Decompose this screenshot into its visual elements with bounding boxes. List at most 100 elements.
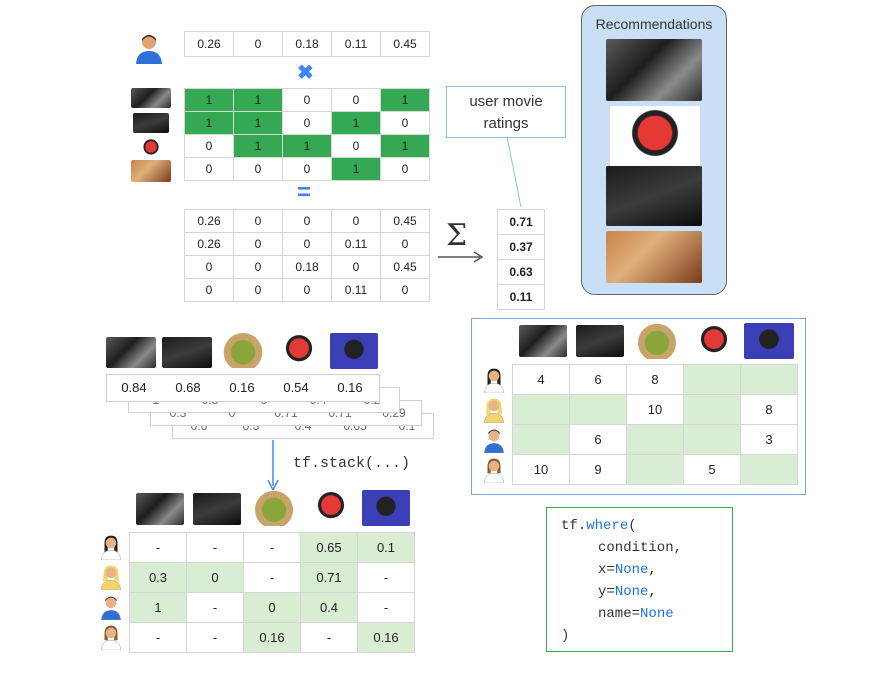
recommendations-title: Recommendations bbox=[595, 16, 713, 32]
code-y-comma: , bbox=[648, 584, 657, 600]
product-matrix-cell: 0.11 bbox=[331, 278, 381, 302]
score-cell: 0.63 bbox=[497, 259, 545, 285]
result-cell: - bbox=[243, 562, 301, 593]
product-matrix-cell: 0.26 bbox=[184, 232, 234, 256]
rating-cell bbox=[569, 394, 627, 425]
product-matrix-cell: 0 bbox=[184, 255, 234, 279]
product-matrix-cell: 0 bbox=[282, 278, 332, 302]
rating-cell bbox=[683, 364, 741, 395]
rating-cell: 3 bbox=[740, 424, 798, 455]
movie-matrix-cell: 0 bbox=[282, 157, 332, 181]
code-name-value: None bbox=[640, 606, 674, 622]
user-vector-cell: 0 bbox=[233, 31, 283, 57]
code-x-comma: , bbox=[648, 562, 657, 578]
stack-thumb-shrek bbox=[218, 333, 268, 368]
callout-line-1: user movie bbox=[469, 93, 543, 110]
product-matrix-cell: 0 bbox=[380, 232, 430, 256]
stack-layer-value: 0.68 bbox=[175, 380, 201, 395]
score-cell: 0.11 bbox=[497, 284, 545, 310]
product-matrix-cell: 0 bbox=[233, 255, 283, 279]
rating-cell bbox=[512, 424, 570, 455]
movie-matrix-cell: 0 bbox=[380, 111, 430, 135]
movie-matrix-cell: 0 bbox=[282, 111, 332, 135]
result-cell: 0.1 bbox=[357, 532, 415, 563]
user-vector-cell: 0.26 bbox=[184, 31, 234, 57]
product-matrix-cell: 0.45 bbox=[380, 209, 430, 233]
rating-cell: 8 bbox=[626, 364, 684, 395]
user-avatar-icon bbox=[483, 429, 505, 454]
user-avatar-icon bbox=[483, 398, 505, 424]
movie-matrix-cell: 0 bbox=[282, 88, 332, 112]
movie-matrix-cell: 1 bbox=[380, 88, 430, 112]
result-cell: - bbox=[300, 622, 358, 653]
result-thumb-star-wars bbox=[136, 493, 184, 525]
code-x-value: None bbox=[614, 562, 649, 578]
user-avatar-icon bbox=[483, 458, 505, 484]
tf-where-code: tf.where( condition, x=None, y=None, nam… bbox=[546, 507, 733, 652]
code-fn: tf. bbox=[561, 518, 587, 534]
code-y: y= bbox=[598, 584, 615, 600]
user-vector: 0.26 0 0.18 0.11 0.45 bbox=[184, 31, 430, 57]
product-matrix-cell: 0 bbox=[184, 278, 234, 302]
rating-cell bbox=[740, 364, 798, 395]
code-line-2: x=None, bbox=[598, 562, 657, 578]
rating-cell: 4 bbox=[512, 364, 570, 395]
recommendation-incredibles bbox=[610, 106, 700, 166]
result-cell: - bbox=[357, 562, 415, 593]
rating-cell bbox=[740, 454, 798, 485]
arrow-down-icon bbox=[267, 440, 279, 492]
rating-cell bbox=[512, 394, 570, 425]
stack-layer-value: 0.54 bbox=[283, 380, 309, 395]
result-cell: 0.4 bbox=[300, 592, 358, 623]
result-cell: 0 bbox=[186, 562, 244, 593]
product-matrix-cell: 0 bbox=[233, 232, 283, 256]
stack-layer-value: 0.84 bbox=[121, 380, 147, 395]
code-fn-keyword: where bbox=[586, 518, 629, 534]
rating-cell: 9 bbox=[569, 454, 627, 485]
result-cell: 0 bbox=[243, 592, 301, 623]
user-avatar-icon bbox=[483, 368, 505, 394]
stack-thumb-amelie bbox=[330, 333, 378, 369]
recommendation-dark-knight bbox=[606, 166, 702, 226]
product-matrix-cell: 0.26 bbox=[184, 209, 234, 233]
user-movie-ratings-callout: user movie ratings bbox=[446, 86, 566, 138]
code-x: x= bbox=[598, 562, 615, 578]
rating-cell bbox=[626, 454, 684, 485]
product-matrix-cell: 0 bbox=[380, 278, 430, 302]
result-thumb-amelie bbox=[362, 490, 410, 526]
multiply-symbol: ✖ bbox=[297, 62, 314, 84]
movie-matrix-cell: 0 bbox=[380, 157, 430, 181]
result-cell: 0.3 bbox=[129, 562, 187, 593]
rating-cell bbox=[626, 424, 684, 455]
rating-cell: 8 bbox=[740, 394, 798, 425]
recommendations-panel: Recommendations bbox=[581, 5, 727, 295]
result-thumb-dark-knight bbox=[193, 493, 241, 525]
tf-stack-label: tf.stack(...) bbox=[293, 455, 411, 472]
stack-thumb-dark-knight bbox=[162, 337, 212, 368]
callout-line-2: ratings bbox=[483, 115, 529, 132]
callout-pointer bbox=[506, 137, 522, 208]
code-line-4: name=None bbox=[598, 606, 674, 622]
recommendation-memento bbox=[606, 231, 702, 283]
product-matrix-cell: 0 bbox=[331, 209, 381, 233]
movie-matrix-cell: 1 bbox=[233, 111, 283, 135]
product-matrix-cell: 0.18 bbox=[282, 255, 332, 279]
stack-thumb-star-wars bbox=[106, 337, 156, 368]
ratings-thumb-star-wars bbox=[519, 325, 567, 357]
ratings-thumb-amelie bbox=[744, 323, 794, 359]
result-cell: 1 bbox=[129, 592, 187, 623]
user-avatar-icon bbox=[136, 35, 162, 64]
equals-symbol: = bbox=[297, 179, 312, 206]
movie-matrix-cell: 1 bbox=[331, 157, 381, 181]
movie-matrix-cell: 1 bbox=[233, 88, 283, 112]
movie-thumb-memento bbox=[131, 160, 171, 182]
movie-matrix-cell: 1 bbox=[233, 134, 283, 158]
user-avatar-icon bbox=[100, 535, 122, 561]
user-avatar-icon bbox=[100, 596, 122, 621]
user-avatar-icon bbox=[100, 565, 122, 591]
result-cell: 0.16 bbox=[243, 622, 301, 653]
rating-cell: 10 bbox=[626, 394, 684, 425]
